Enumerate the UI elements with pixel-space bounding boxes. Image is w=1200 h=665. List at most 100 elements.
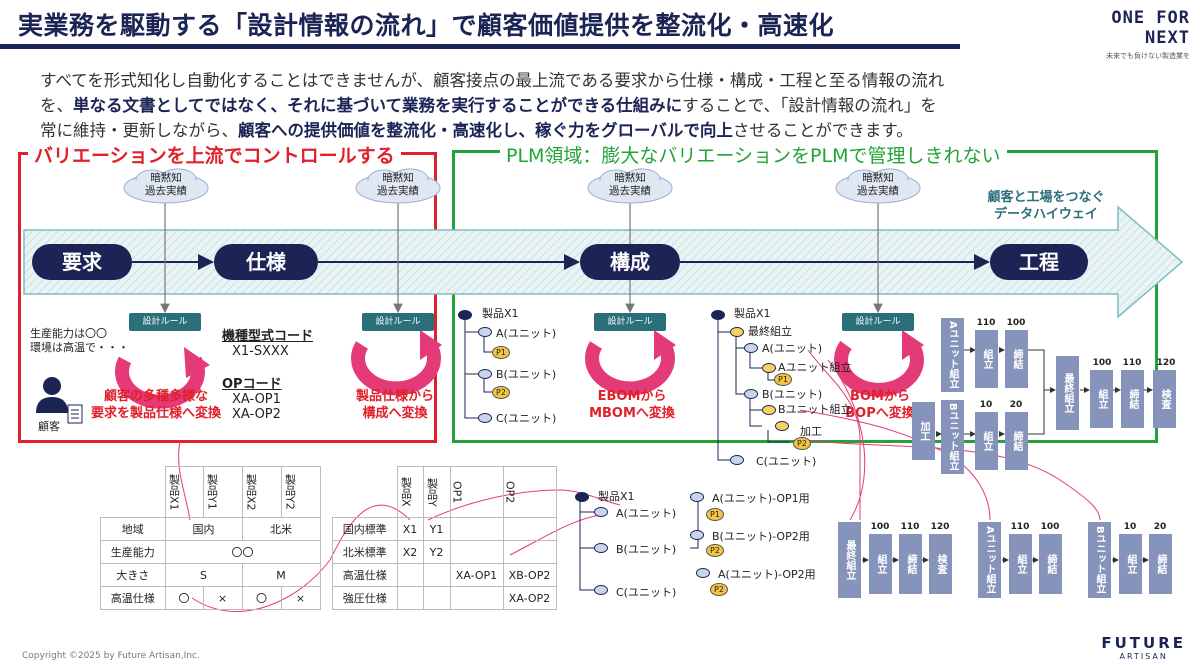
conversion-1b: 要求を製品仕様へ変換 xyxy=(90,406,221,421)
option-cell: Y2 xyxy=(422,540,451,564)
title-underline xyxy=(0,44,960,49)
customer-note: 生産能力は〇〇 環境は高温で・・・ xyxy=(30,327,129,355)
design-rule-3: 設計ルール xyxy=(594,313,666,331)
spec-header-y1: 製品Y1 xyxy=(205,474,219,510)
mbom-a-assembly: Aユニット組立 xyxy=(778,361,852,374)
bop-top-process: 加工 xyxy=(912,402,935,460)
knowledge-cloud-1: 暗黙知過去実績 xyxy=(122,168,210,204)
option-cell xyxy=(449,517,504,541)
option-header-y: 製品Y xyxy=(425,477,439,507)
option-cell xyxy=(422,586,451,610)
bop-top-b-assy: Bユニット組立 xyxy=(941,400,964,474)
bom2-tree-lines xyxy=(579,498,699,591)
ebom-node-a xyxy=(478,327,492,337)
spec-cell: 〇 xyxy=(164,586,204,610)
upstream-region-label: バリエーションを上流でコントロールする xyxy=(28,141,401,168)
mbom-node-final xyxy=(730,327,744,337)
cloud-3-top: 暗黙知 xyxy=(614,172,646,184)
bop-top-fasten-2: 締結 xyxy=(1121,370,1144,428)
bom2-unit-c: C(ユニット) xyxy=(616,586,677,599)
cloud-2-bottom: 過去実績 xyxy=(377,185,419,197)
option-cell xyxy=(422,563,451,587)
bop-top-100b: 100 xyxy=(1092,358,1112,368)
mbom-node-proc xyxy=(775,421,789,431)
bom2-node-c xyxy=(594,585,608,595)
conversion-2a: 製品仕様から xyxy=(355,389,434,404)
mbom-part-p1: P1 xyxy=(774,373,792,386)
future-artisan-logo: FUTURE ARTISAN xyxy=(1101,634,1186,661)
mbom-process: 加工 xyxy=(800,425,822,438)
model-code-value: X1-SXXX xyxy=(232,344,289,359)
conversion-1a: 顧客の多種多様な xyxy=(103,389,208,404)
op-code-title: OPコード xyxy=(222,377,282,392)
cloud-1-top: 暗黙知 xyxy=(150,172,182,184)
bom2-node-b xyxy=(594,543,608,553)
intro-line1: すべてを形式知化し自動化することはできませんが、顧客接点の最上流である要求から仕… xyxy=(40,71,945,90)
bop-bottom-a-assy: Aユニット組立 xyxy=(978,522,1001,598)
option-row-label: 強圧仕様 xyxy=(332,586,398,610)
brand-name: ONE FOR NEXT xyxy=(1111,8,1190,48)
conversion-text-4: BOMから BOPへ変換 xyxy=(830,388,930,422)
model-code-title: 機種型式コード xyxy=(222,329,314,344)
option-cell: XA-OP1 xyxy=(449,563,504,587)
bop-top-fasten-3: 締結 xyxy=(1005,412,1028,470)
customer-label: 顧客 xyxy=(38,420,60,433)
bop-top-inspect: 検査 xyxy=(1153,370,1176,428)
mbom-root-node xyxy=(711,310,725,320)
bop-top-lines xyxy=(936,347,1153,437)
spec-cell: 国内 xyxy=(164,517,243,541)
bop-top-20: 20 xyxy=(1009,400,1023,410)
option-cell: X1 xyxy=(396,517,424,541)
option-matrix: 製品X 製品Y OP1 OP2 国内標準 X1 Y1 北米標準 X2 Y2 高温… xyxy=(332,466,557,610)
option-cell xyxy=(396,563,424,587)
bop-bottom-fasten-2: 締結 xyxy=(1039,534,1062,594)
cloud-3-bottom: 過去実績 xyxy=(609,185,651,197)
design-rule-1: 設計ルール xyxy=(129,313,201,331)
spec-matrix: 製品X1 製品Y1 製品X2 製品Y2 地域 国内 北米 生産能力 〇〇 大きさ… xyxy=(100,466,321,610)
bop-bottom-final-assy: 最終組立 xyxy=(838,522,861,598)
ebom-part-p2: P2 xyxy=(492,386,510,399)
customer-icon xyxy=(34,375,84,437)
plm-region-label: PLM領域：膨大なバリエーションをPLMで管理しきれない xyxy=(500,141,1007,168)
option-table: 製品X 製品Y OP1 OP2 国内標準 X1 Y1 北米標準 X2 Y2 高温… xyxy=(332,466,557,610)
option-cell xyxy=(396,586,424,610)
mbom-final-assembly: 最終組立 xyxy=(748,325,792,338)
option-cell: Y1 xyxy=(422,517,451,541)
bom2-node-b-op2 xyxy=(690,530,704,540)
ebom-unit-b: B(ユニット) xyxy=(496,368,557,381)
cloud-4-top: 暗黙知 xyxy=(862,172,894,184)
highway-line1: 顧客と工場をつなぐ xyxy=(987,190,1105,205)
intro-line2c: することで、「設計情報の流れ」を xyxy=(682,96,937,115)
bop-bottom-assemble-3: 組立 xyxy=(1119,534,1142,594)
spec-cell: 北米 xyxy=(241,517,321,541)
conversion-4a: BOMから xyxy=(850,389,910,404)
spec-header-x1: 製品X1 xyxy=(167,473,181,511)
bom2-part-p1: P1 xyxy=(706,508,724,521)
spec-cell: 〇 xyxy=(241,586,282,610)
design-rule-4: 設計ルール xyxy=(842,313,914,331)
bop-top-assemble-2: 組立 xyxy=(1090,370,1113,428)
conversion-text-1: 顧客の多種多様な 要求を製品仕様へ変換 xyxy=(76,388,236,422)
intro-line3c: させることができます。 xyxy=(732,121,913,140)
bop-top-110b: 110 xyxy=(1122,358,1142,368)
spec-row-label: 地域 xyxy=(100,517,166,541)
spec-row-label: 高温仕様 xyxy=(100,586,166,610)
bop-bottom-100b: 100 xyxy=(1040,522,1060,532)
bop-top-120: 120 xyxy=(1156,358,1176,368)
brand-tagline: 未来でも負けない製造業を xyxy=(1106,52,1190,60)
bom2-unit-a: A(ユニット) xyxy=(616,507,677,520)
bop-top-110: 110 xyxy=(976,318,996,328)
bom2-part-p2b: P2 xyxy=(710,583,728,596)
conversion-text-3: EBOMから MBOMへ変換 xyxy=(576,388,688,422)
bop-bottom-20: 20 xyxy=(1153,522,1167,532)
mbom-product: 製品X1 xyxy=(734,307,771,320)
bop-top-fasten-1: 締結 xyxy=(1005,330,1028,388)
cloud-2-top: 暗黙知 xyxy=(382,172,414,184)
bop-bottom-10: 10 xyxy=(1123,522,1137,532)
data-highway-label: 顧客と工場をつなぐ データハイウェイ xyxy=(976,189,1116,223)
bom2-node-a-op2 xyxy=(696,568,710,578)
bop-bottom-fasten-1: 締結 xyxy=(899,534,922,594)
brand-logo: ONE FOR NEXT 未来でも負けない製造業を xyxy=(1060,8,1190,61)
spec-cell: S xyxy=(164,563,243,587)
page-title: 実業務を駆動する「設計情報の流れ」で顧客価値提供を整流化・高速化 xyxy=(18,11,835,40)
